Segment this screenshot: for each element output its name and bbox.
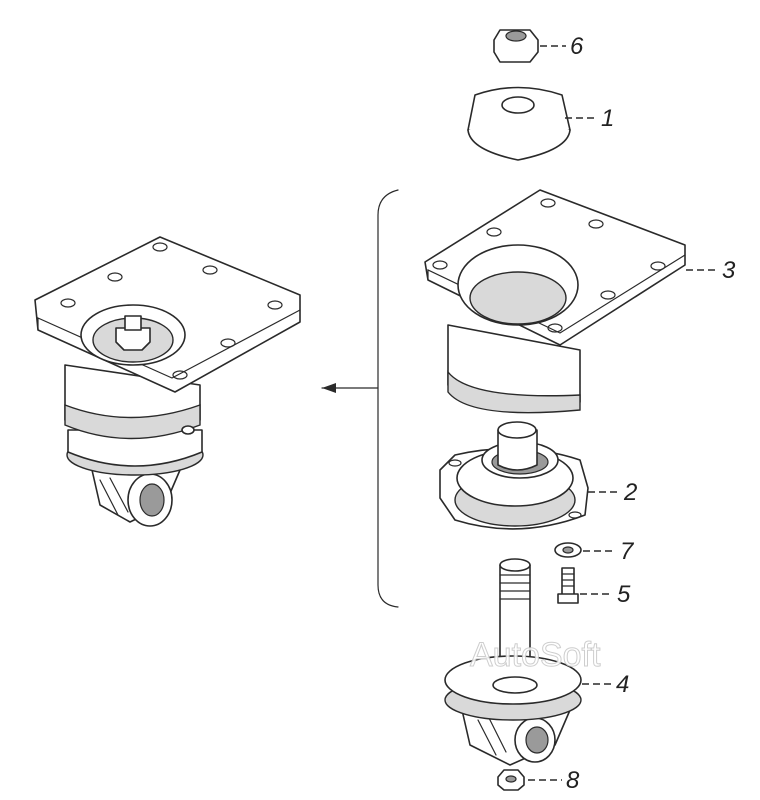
part-6-nut: [493, 29, 539, 63]
part-7-washer: [554, 542, 582, 558]
callout-5: 5: [617, 581, 631, 608]
part-4-pin-clevis: [444, 558, 582, 766]
callout-7: 7: [620, 538, 635, 565]
part-2-bearing-flange: [439, 421, 589, 530]
assembled-support-unit: [34, 236, 301, 527]
part-1-cushion: [467, 86, 571, 161]
callout-2: 2: [623, 479, 637, 506]
callout-8: 8: [566, 767, 580, 794]
part-5-bolt: [557, 567, 579, 604]
callout-4: 4: [616, 671, 629, 698]
callout-6: 6: [570, 33, 584, 60]
group-bracket: [377, 189, 399, 608]
callout-3: 3: [722, 257, 736, 284]
callout-1: 1: [601, 105, 614, 132]
part-8-small-nut: [497, 769, 525, 791]
watermark-text: AutoSoft: [470, 636, 601, 674]
assembly-arrow: [321, 383, 379, 393]
part-3-housing-plate: [424, 189, 686, 414]
